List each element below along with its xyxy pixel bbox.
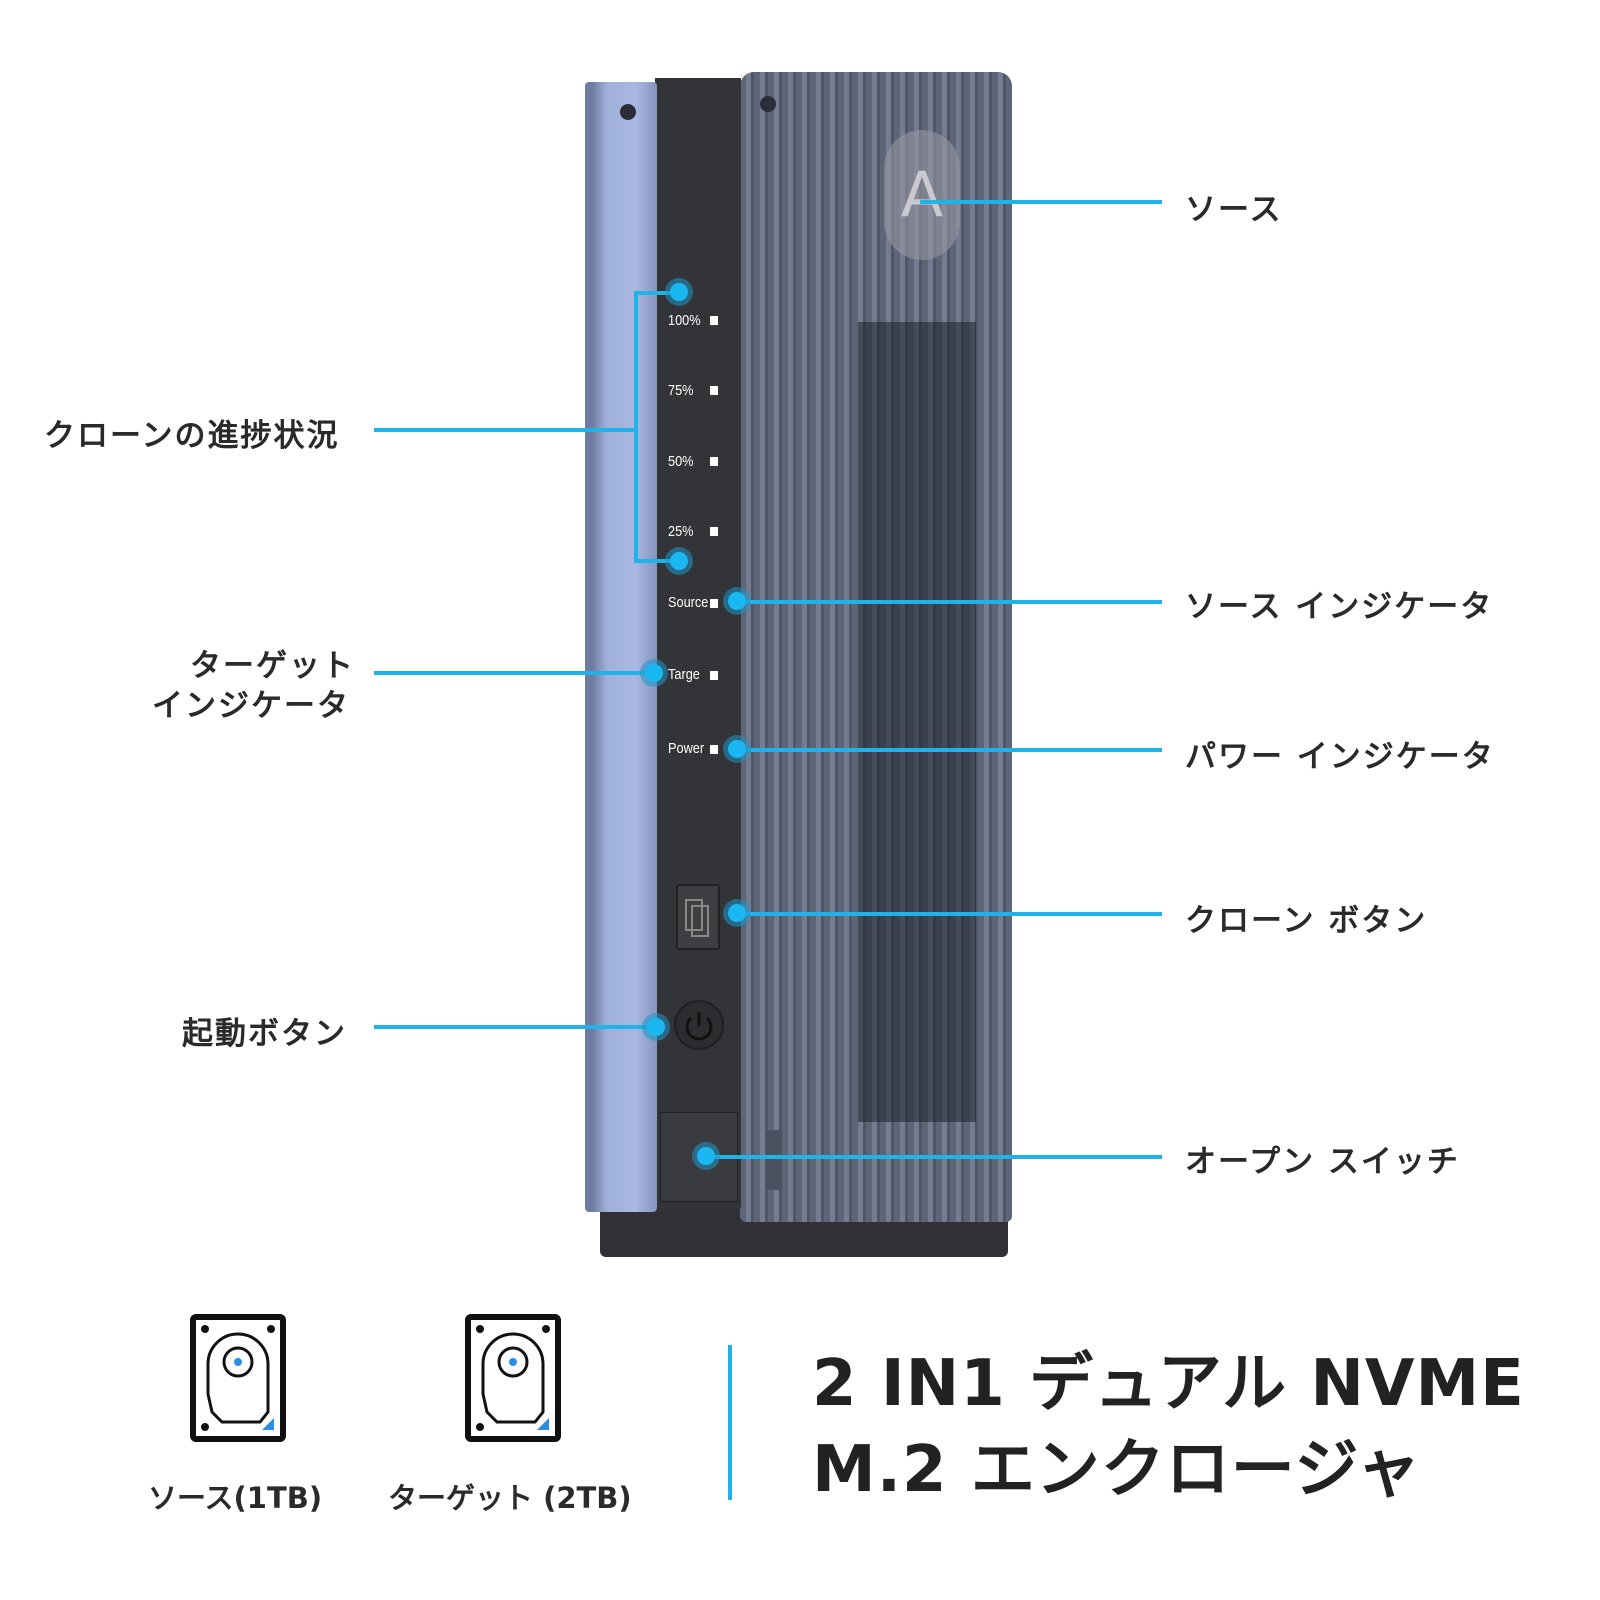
screw [620,104,636,120]
led-label-25: 25% [668,523,694,540]
led-label-source: Source [668,594,709,611]
callout-line-progress [374,428,638,432]
label-clone-progress: クローンの進捗状況 [44,418,340,454]
hard-drive-icon [465,1314,561,1442]
led-label-target: Targe [668,666,700,683]
label-target-indicator-2: インジケータ [152,688,350,724]
screw [760,96,776,112]
label-source: ソース [1185,192,1283,228]
callout-line-source [920,200,1162,204]
callout-line-clone-button [737,912,1162,916]
divider [728,1345,732,1500]
label-open-switch: オープン スイッチ [1185,1144,1460,1180]
drive-label-source: ソース(1TB) [148,1481,323,1515]
callout-dot [670,552,688,570]
label-power-indicator: パワー インジケータ [1185,739,1495,775]
callout-line-target-indicator [374,671,654,675]
led-label-50: 50% [668,453,694,470]
led-source [710,599,718,608]
led-25 [710,527,718,536]
internal-board [858,322,976,1122]
label-source-indicator: ソース インジケータ [1185,589,1494,625]
callout-line-open-switch [706,1155,1162,1159]
led-target [710,671,718,680]
drive-label-target: ターゲット (2TB) [388,1481,632,1515]
callout-dot [670,283,688,301]
led-50 [710,457,718,466]
led-75 [710,386,718,395]
callout-dot [645,664,663,682]
power-icon [685,1012,713,1041]
led-power [710,745,718,754]
slot [766,1130,782,1190]
led-label-75: 75% [668,382,694,399]
product-title-line2: M.2 エンクロージャ [812,1433,1422,1507]
power-button[interactable] [674,1000,724,1050]
logo-badge: A [884,130,960,260]
side-rail [585,82,657,1212]
led-label-power: Power [668,740,705,757]
callout-dot [728,740,746,758]
callout-line-power-button [374,1025,654,1029]
led-label-100: 100% [668,312,701,329]
callout-dot [697,1147,715,1165]
label-target-indicator-1: ターゲット [190,648,355,684]
clone-button[interactable] [676,884,720,950]
callout-line-power-indicator [737,748,1162,752]
led-100 [710,316,718,325]
callout-line-source-indicator [737,600,1162,604]
label-clone-button: クローン ボタン [1185,903,1428,939]
label-power-button: 起動ボタン [182,1016,347,1052]
callout-bracket-progress [634,291,638,563]
clone-icon [685,899,709,937]
callout-line-progress-top [634,291,678,295]
callout-line-progress-bottom [634,559,678,563]
callout-dot [728,904,746,922]
callout-dot [728,592,746,610]
product-title-line1: 2 IN1 デュアル NVME [812,1347,1525,1421]
callout-dot [647,1018,665,1036]
hard-drive-icon [190,1314,286,1442]
